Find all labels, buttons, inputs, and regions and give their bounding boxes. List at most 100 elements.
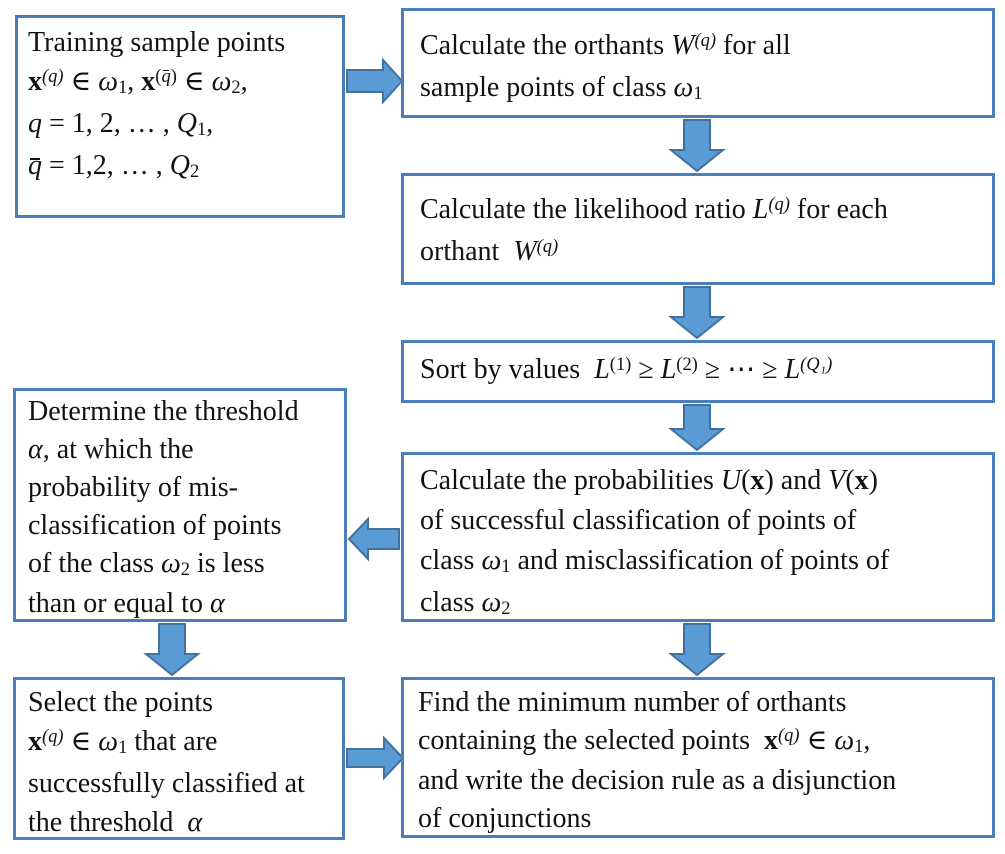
arrow-select-to-find (346, 735, 405, 781)
text-segment: for each (789, 194, 888, 225)
text-segment: ∈ (63, 66, 99, 97)
text-segment: ( (741, 465, 751, 496)
text-segment: (q) (778, 724, 800, 745)
text-line: class ω2 (420, 583, 976, 625)
text-segment: U (720, 465, 742, 496)
text-line: x(q) ∈ ω1, x(q) ∈ ω2, (28, 62, 332, 104)
text-segment: the threshold (28, 807, 188, 838)
text-segment: containing the selected points (418, 725, 765, 756)
text-segment: 1 (197, 119, 207, 140)
arrow-likelihood-to-sort (668, 286, 726, 340)
text-segment: Sort by values (420, 354, 595, 385)
text-segment: of conjunctions (418, 803, 592, 834)
text-line: q = 1,2, … , Q2 (28, 146, 332, 188)
box-calculate-probabilities: Calculate the probabilities U(x) and V(x… (401, 452, 995, 622)
text-segment: ( (845, 465, 855, 496)
text-segment: ω (481, 587, 502, 618)
text-segment: ω (834, 725, 855, 756)
text-segment: ) (170, 65, 177, 86)
text-line: sample points of class ω1 (420, 68, 976, 110)
text-line: of the class ω2 is less (28, 545, 332, 585)
text-segment: , (240, 66, 248, 97)
text-segment: than or equal to (28, 588, 210, 619)
text-segment: 1 (118, 77, 128, 98)
text-segment: class (420, 587, 482, 618)
arrow-threshold-to-select (143, 623, 201, 677)
text-segment: for all (716, 30, 791, 61)
text-segment: α (187, 807, 203, 838)
box-sort-by-values: Sort by values L(1) ≥ L(2) ≥ ⋯ ≥ L(Q₁) (401, 340, 995, 403)
arrow-sort-to-probabilities (668, 404, 726, 452)
text-segment: 1 (693, 83, 703, 104)
text-segment: Q (169, 150, 191, 181)
text-line: Calculate the probabilities U(x) and V(x… (420, 461, 976, 501)
text-segment: and (773, 465, 829, 496)
text-segment: Q (176, 108, 198, 139)
arrow-orthants-to-likelihood (668, 119, 726, 173)
text-segment: ∈ (63, 726, 99, 757)
text-segment: , (127, 66, 142, 97)
text-segment: α (209, 588, 225, 619)
text-segment: q (28, 150, 42, 181)
text-segment: of the class (28, 548, 161, 579)
text-segment: 1 (854, 736, 864, 757)
text-segment: (q) (42, 65, 64, 86)
text-segment: L (752, 194, 769, 225)
text-segment: 1 (501, 556, 511, 577)
text-segment: (Q₁) (800, 353, 833, 374)
arrow-training-to-orthants (346, 57, 404, 105)
text-segment: of successful classification of points o… (420, 505, 857, 536)
box-calculate-likelihood-ratio: Calculate the likelihood ratio L(q) for … (401, 173, 995, 285)
text-segment: Training sample points (28, 27, 286, 58)
text-segment: sample points of class (420, 72, 674, 103)
text-segment: L (594, 354, 610, 385)
text-segment: probability of mis- (28, 472, 238, 503)
text-line: Calculate the orthants W(q) for all (420, 26, 976, 68)
text-segment: ω (98, 66, 119, 97)
text-segment: x (28, 66, 42, 97)
text-segment: V (828, 465, 846, 496)
text-segment: W (671, 30, 695, 61)
text-line: classification of points (28, 507, 332, 545)
text-segment: ) (764, 465, 774, 496)
text-segment: successfully classified at (28, 768, 305, 799)
text-line: orthant W(q) (420, 232, 976, 274)
text-segment: ω (160, 548, 181, 579)
text-segment: ω (211, 66, 232, 97)
text-segment: Select the points (28, 687, 214, 718)
text-line: x(q) ∈ ω1 that are (28, 722, 330, 764)
text-segment: , (206, 108, 214, 139)
text-segment: , (863, 725, 871, 756)
text-segment: Find the minimum number of orthants (418, 687, 847, 718)
text-segment: class (420, 545, 482, 576)
arrow-probabilities-to-find (668, 623, 726, 677)
text-line: q = 1, 2, … , Q1, (28, 104, 332, 146)
text-segment: classification of points (28, 510, 282, 541)
text-segment: L (784, 354, 801, 385)
text-line: than or equal to α (28, 585, 332, 623)
text-segment: ω (673, 72, 694, 103)
text-segment: (q) (536, 235, 559, 256)
text-segment: L (660, 354, 677, 385)
text-segment: ω (481, 545, 502, 576)
text-segment: α (28, 434, 43, 465)
text-line: Training sample points (28, 23, 332, 62)
box-select-points: Select the points x(q) ∈ ω1 that are succe… (13, 677, 345, 840)
text-segment: 2 (190, 161, 200, 182)
text-line: Find the minimum number of orthants (418, 684, 978, 722)
text-segment: and misclassification of points of (510, 545, 890, 576)
text-line: of successful classification of points o… (420, 501, 976, 541)
text-segment: ( (155, 65, 162, 86)
text-segment: 2 (180, 559, 190, 580)
text-segment: that are (127, 726, 218, 757)
text-line: probability of mis- (28, 469, 332, 507)
text-segment: q (28, 108, 42, 139)
text-line: Determine the threshold (28, 393, 332, 431)
text-segment: x (28, 726, 42, 757)
text-segment: orthant (420, 236, 514, 267)
text-segment: (2) (676, 353, 698, 374)
text-segment: and write the decision rule as a disjunc… (418, 765, 897, 796)
text-segment: Determine the threshold (28, 396, 299, 427)
text-line: and write the decision rule as a disjunc… (418, 762, 978, 800)
